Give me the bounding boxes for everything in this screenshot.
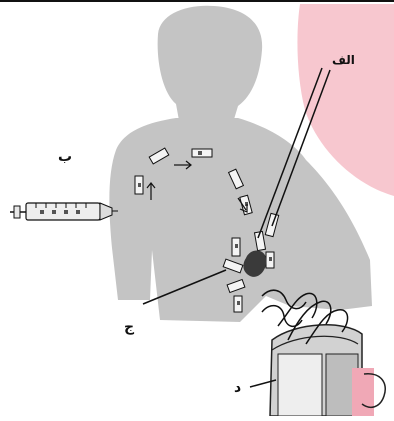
label-b: ب xyxy=(58,150,72,164)
syringe xyxy=(10,203,118,220)
heating-device xyxy=(270,325,385,416)
label-alef: الف xyxy=(332,54,355,66)
label-j: ج xyxy=(124,320,134,334)
label-d: د xyxy=(234,381,241,395)
